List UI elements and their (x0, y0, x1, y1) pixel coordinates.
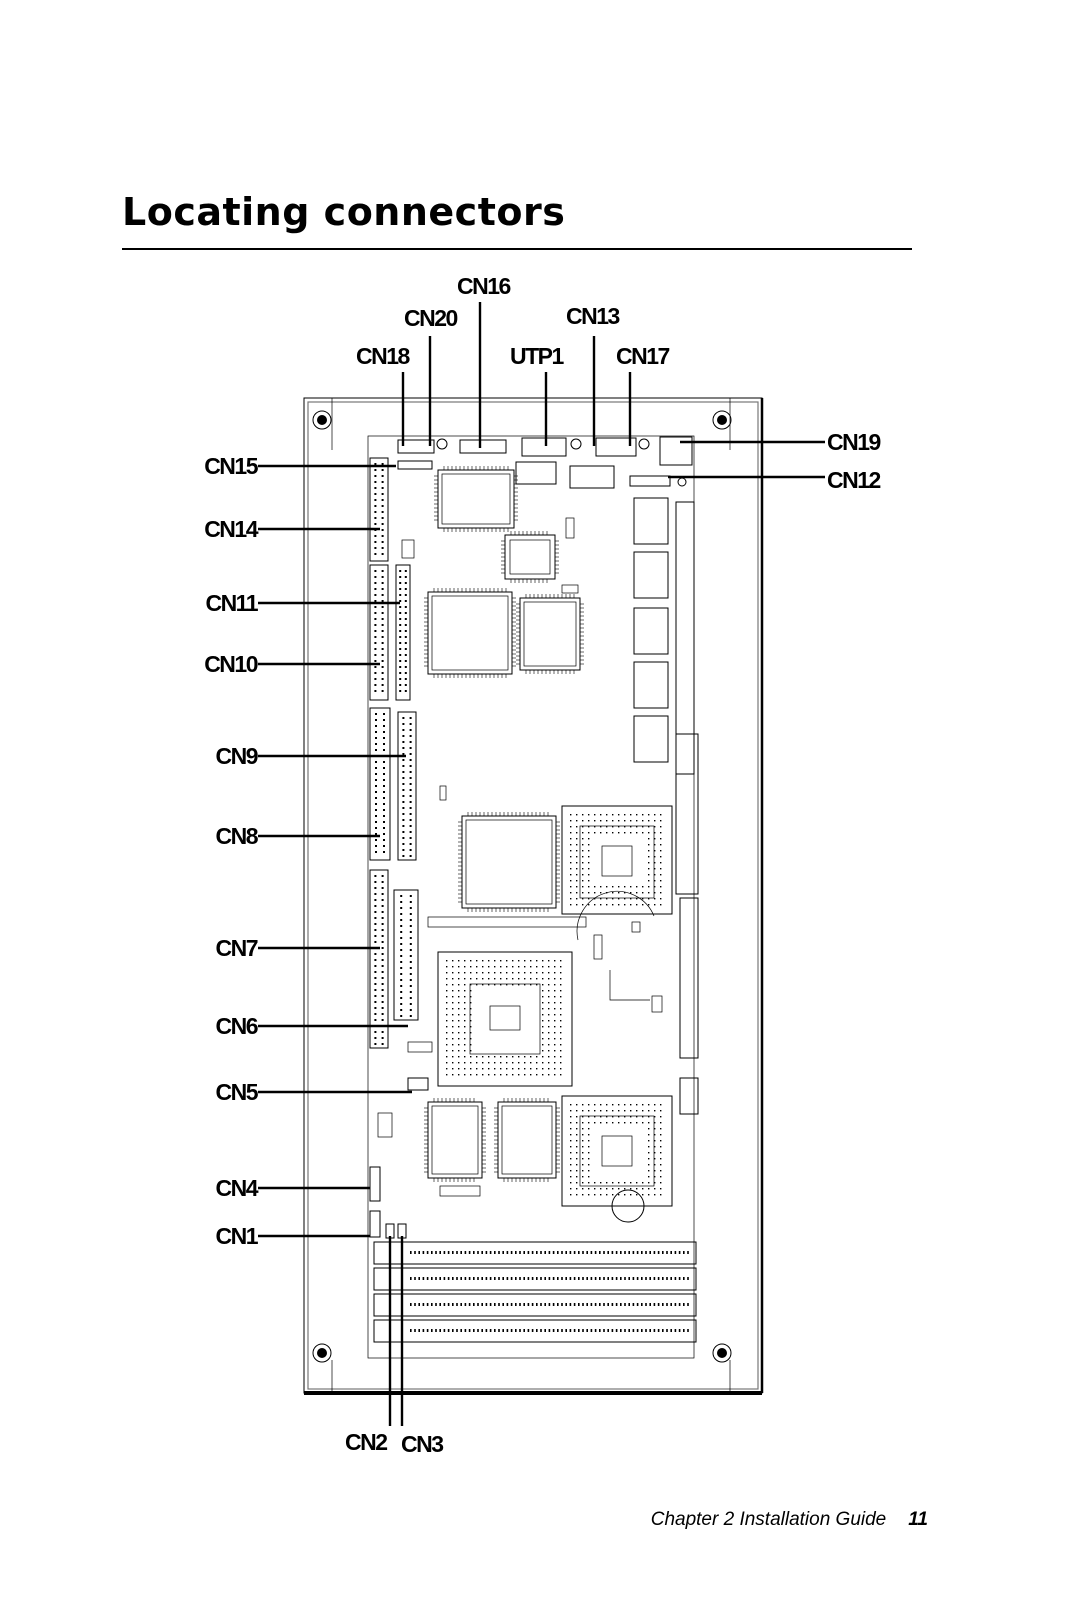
left-headers (369, 457, 433, 1239)
label-cn3: CN3 (401, 1431, 443, 1457)
chip-leads (374, 463, 689, 1332)
mounting-holes (312, 410, 732, 1363)
label-cn12: CN12 (827, 467, 881, 493)
label-cn15: CN15 (204, 453, 259, 479)
leader-lines (258, 302, 825, 1426)
label-cn18: CN18 (356, 343, 411, 369)
label-cn13: CN13 (566, 303, 620, 329)
label-cn7: CN7 (215, 935, 257, 961)
label-cn5: CN5 (215, 1079, 258, 1105)
footer-chapter: Chapter 2 Installation Guide (650, 1509, 887, 1530)
label-cn17: CN17 (616, 343, 670, 369)
label-cn1: CN1 (215, 1223, 258, 1249)
memory-and-slots (373, 497, 699, 1343)
label-cn14: CN14 (204, 516, 259, 542)
label-cn8: CN8 (215, 823, 258, 849)
top-connectors (397, 436, 693, 489)
label-cn10: CN10 (204, 651, 258, 677)
label-cn2: CN2 (345, 1429, 387, 1455)
page-number: 11 (908, 1509, 928, 1530)
title-rule (122, 248, 912, 250)
page-footer: Chapter 2 Installation Guide 11 (651, 1509, 928, 1531)
page-title: Locating connectors (122, 190, 566, 234)
chips (427, 469, 673, 1223)
label-cn11: CN11 (205, 590, 258, 616)
label-cn4: CN4 (215, 1175, 258, 1201)
label-cn19: CN19 (827, 429, 881, 455)
label-cn20: CN20 (404, 305, 458, 331)
label-cn16: CN16 (457, 273, 511, 299)
label-utp1: UTP1 (510, 343, 565, 369)
label-cn9: CN9 (215, 743, 257, 769)
label-cn6: CN6 (215, 1013, 257, 1039)
connector-labels: CN16 CN20 CN13 CN18 UTP1 CN17 CN19 CN12 … (204, 273, 882, 1457)
board-outline (303, 397, 764, 1395)
